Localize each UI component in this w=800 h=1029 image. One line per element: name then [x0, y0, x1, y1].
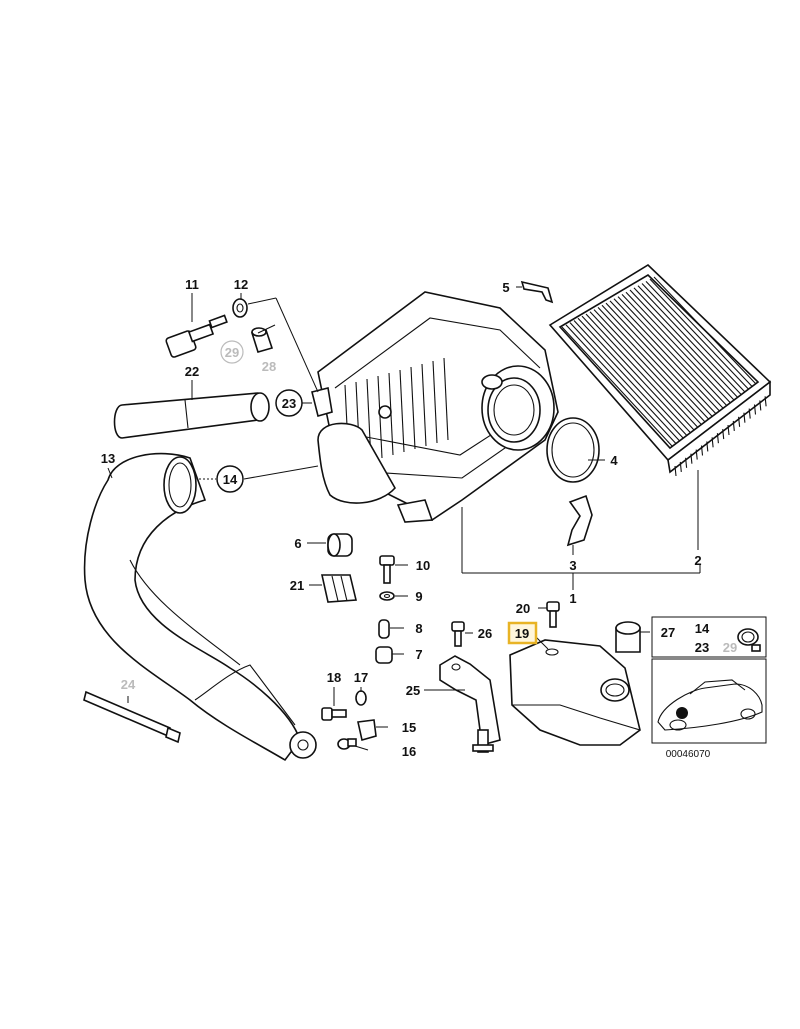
callout-23[interactable]: 23 — [282, 396, 296, 411]
callout-17[interactable]: 17 — [354, 670, 368, 685]
callout-19[interactable]: 19 — [515, 626, 529, 641]
bolt-20[interactable] — [546, 601, 560, 628]
air-filter-element[interactable] — [548, 263, 772, 477]
callout-18[interactable]: 18 — [327, 670, 341, 685]
callout-25[interactable]: 25 — [406, 683, 420, 698]
callout-6[interactable]: 6 — [294, 536, 301, 551]
callout-2[interactable]: 2 — [694, 553, 701, 568]
callout-19-highlight — [507, 621, 538, 645]
gasket-ring-4[interactable] — [546, 417, 600, 483]
callout-5[interactable]: 5 — [502, 280, 509, 295]
inset-label-14[interactable]: 14 — [695, 621, 710, 636]
temperature-sensor-11[interactable] — [165, 314, 228, 358]
clip-nut-15[interactable] — [357, 719, 377, 742]
callout-22[interactable]: 22 — [185, 364, 199, 379]
callout-4[interactable]: 4 — [610, 453, 618, 468]
location-marker-dot — [676, 707, 688, 719]
washer-9[interactable] — [379, 591, 395, 601]
inset-label-23[interactable]: 23 — [695, 640, 709, 655]
clip-5[interactable] — [520, 280, 554, 304]
callout-14-circle — [216, 465, 244, 493]
callout-13[interactable]: 13 — [101, 451, 115, 466]
callout-3[interactable]: 3 — [569, 558, 576, 573]
callout-10[interactable]: 10 — [416, 558, 430, 573]
hose-22[interactable] — [113, 392, 270, 439]
callout-14[interactable]: 14 — [223, 472, 238, 487]
bolt-18[interactable] — [321, 707, 347, 721]
cable-tie-24[interactable] — [83, 690, 181, 744]
callout-29[interactable]: 29 — [225, 345, 239, 360]
grommet-29-circle — [220, 340, 244, 364]
callout-8[interactable]: 8 — [415, 621, 422, 636]
screw-16[interactable] — [337, 738, 357, 750]
callout-11[interactable]: 11 — [185, 277, 199, 292]
leader-lines — [107, 286, 701, 751]
duct-mount-eye[interactable] — [289, 731, 317, 759]
clip-3[interactable] — [566, 494, 593, 547]
rubber-block-21[interactable] — [321, 574, 357, 603]
callout-15[interactable]: 15 — [402, 720, 416, 735]
sleeve-8[interactable] — [378, 619, 390, 639]
grommet-7[interactable] — [375, 646, 393, 664]
callout-labels: 1 2 3 4 5 6 7 8 9 10 11 12 13 14 15 16 1… — [101, 277, 737, 760]
callout-9[interactable]: 9 — [415, 589, 422, 604]
callout-20[interactable]: 20 — [516, 601, 530, 616]
callout-7[interactable]: 7 — [415, 647, 422, 662]
connector-piece[interactable] — [311, 387, 333, 417]
bracket-25[interactable] — [439, 655, 501, 753]
callout-27[interactable]: 27 — [661, 625, 675, 640]
seal-ring-14[interactable] — [163, 456, 197, 514]
seal-ring-12[interactable] — [232, 298, 248, 318]
callout-12[interactable]: 12 — [234, 277, 248, 292]
callout-1[interactable]: 1 — [569, 591, 576, 606]
bolt-10[interactable] — [379, 555, 395, 584]
callout-24[interactable]: 24 — [121, 677, 136, 692]
vehicle-locator-inset — [651, 658, 767, 744]
sleeve-27[interactable] — [615, 621, 641, 653]
callout-28[interactable]: 28 — [262, 359, 276, 374]
callout-23-circle — [275, 389, 303, 417]
callout-26[interactable]: 26 — [478, 626, 492, 641]
rubber-mount-6[interactable] — [327, 533, 353, 557]
resonator-19[interactable] — [509, 639, 641, 746]
diagram-code: 00046070 — [666, 749, 711, 760]
inset-label-29[interactable]: 29 — [723, 640, 737, 655]
bolt-26[interactable] — [451, 621, 465, 647]
air-filter-housing[interactable] — [317, 291, 559, 523]
washer-17[interactable] — [355, 690, 367, 706]
callout-21[interactable]: 21 — [290, 578, 304, 593]
callout-16[interactable]: 16 — [402, 744, 416, 759]
clamp-inset[interactable] — [651, 616, 767, 658]
